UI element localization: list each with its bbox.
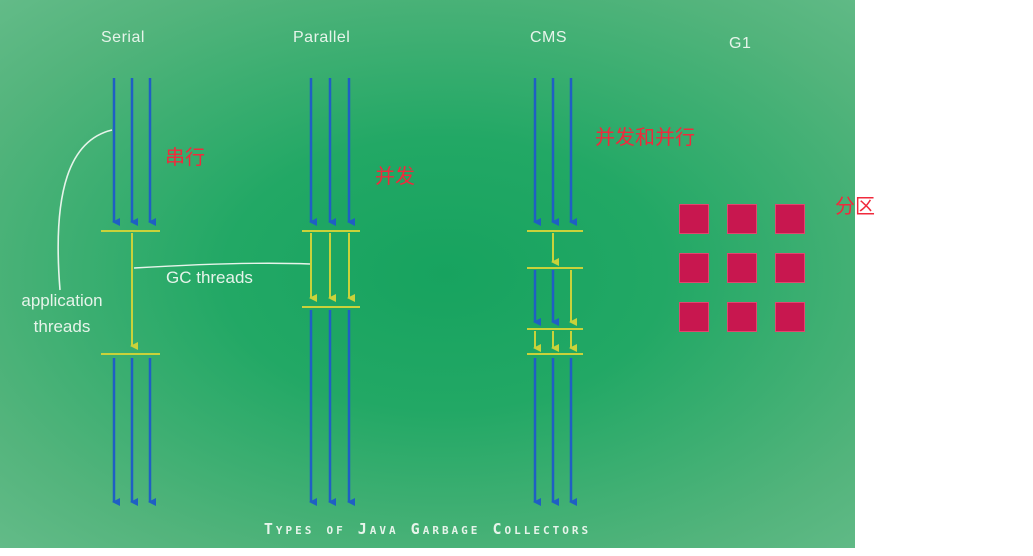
g1-region-2-0 [679, 302, 709, 332]
g1-region-1-0 [679, 253, 709, 283]
app-threads-pointer [57, 129, 113, 291]
g1-region-1-2 [775, 253, 805, 283]
cms-cn-label: 并发和并行 [595, 125, 695, 149]
g1-region-2-2 [775, 302, 805, 332]
parallel-cn-label: 并发 [375, 164, 415, 188]
g1-region-0-1 [727, 204, 757, 234]
g1-region-1-1 [727, 253, 757, 283]
gc-threads-pointer [133, 262, 311, 269]
parallel-label: Parallel [293, 29, 351, 46]
diagram-board: Serial Parallel CMS G1 串行 并发 并发和并行 appli… [0, 0, 855, 548]
serial-cn-label: 串行 [165, 145, 205, 169]
serial-label: Serial [101, 29, 145, 46]
g1-cn-label: 分区 [835, 194, 875, 218]
gc-diagram-svg [57, 78, 583, 506]
application-threads-note: application threads [21, 291, 103, 336]
gc-threads-note: GC threads [166, 268, 253, 287]
g1-region-0-0 [679, 204, 709, 234]
footer-title: Types of Java Garbage Collectors [263, 520, 592, 538]
cms-label: CMS [530, 29, 568, 46]
g1-region-2-1 [727, 302, 757, 332]
g1-label: G1 [729, 35, 752, 52]
g1-region-0-2 [775, 204, 805, 234]
